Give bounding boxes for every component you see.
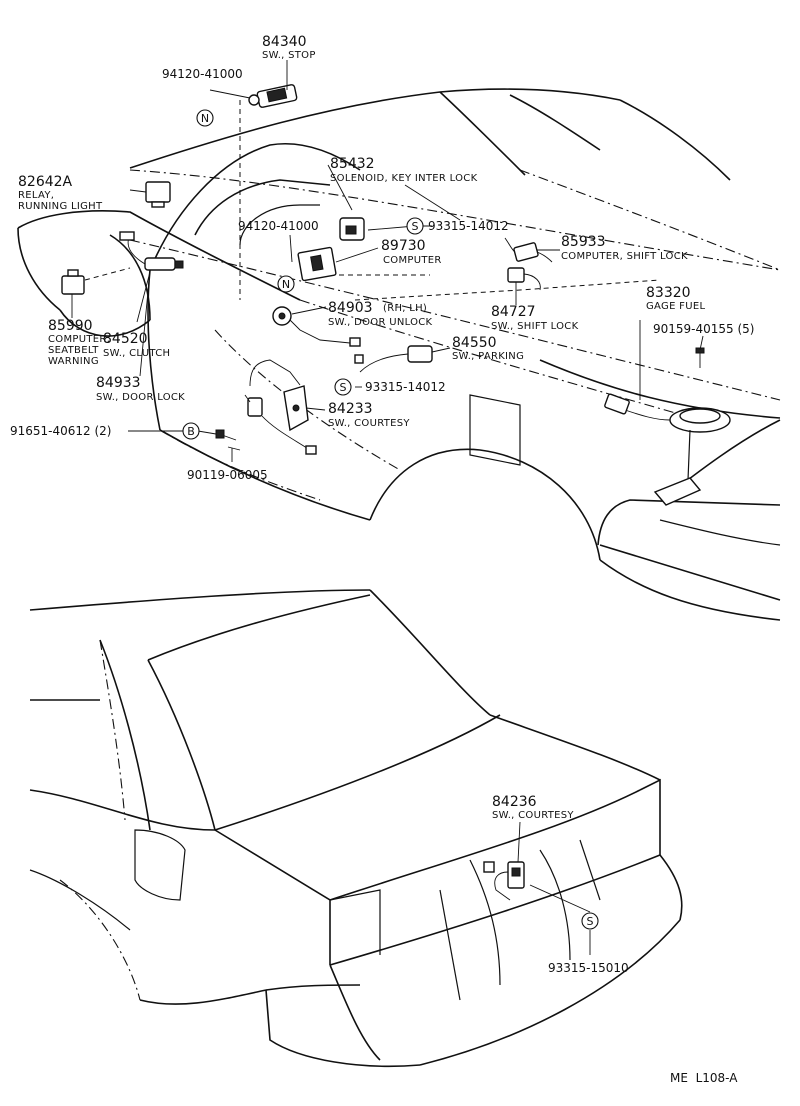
diagram-code: ME L108-A [670,1071,738,1085]
seatbelt-computer-part [61,269,85,295]
label-90159: 90159-40155 (5) [653,322,755,336]
label-83320: 83320 [646,285,691,301]
desc-82642A-2: RUNNING LIGHT [18,201,103,212]
desc-84903: SW., DOOR UNLOCK [328,317,433,328]
components [61,84,731,901]
desc-84520: SW., CLUTCH [103,348,170,359]
svg-text:S: S [412,220,419,233]
svg-text:S: S [340,381,347,394]
part-labels: 84340 SW., STOP 94120-41000 85432 SOLENO… [10,34,755,1085]
label-89730: 89730 [381,238,426,254]
label-84903: 84903 [328,300,373,316]
desc-84933: SW., DOOR LOCK [96,392,185,403]
desc-82642A-1: RELAY, [18,190,54,201]
label-85432: 85432 [330,156,375,172]
relay-part [145,181,171,208]
screw-part [695,347,705,368]
door-lock-switch-part [247,359,317,455]
courtesy-switch-part [283,385,309,432]
label-94120-top: 94120-41000 [162,67,243,81]
desc-84550: SW., PARKING [452,351,524,362]
svg-text:N: N [201,112,209,125]
svg-text:N: N [282,278,290,291]
clutch-switch-part [119,231,184,271]
label-84520: 84520 [103,331,148,347]
bolt-parts [215,429,241,451]
fuel-gage-part [604,393,731,506]
label-84727: 84727 [491,304,536,320]
lower-vehicle-outline [29,589,683,1068]
label-85990: 85990 [48,318,93,334]
door-unlock-switch-part [272,306,361,347]
desc-85933: COMPUTER, SHIFT LOCK [561,251,688,262]
markers: N N S S B S [182,109,599,930]
desc-85990-3: WARNING [48,356,99,367]
shift-lock-switch-part [507,267,541,291]
rear-courtesy-switch-part [483,861,525,901]
parking-switch-part [354,345,433,373]
label-84340: 84340 [262,34,307,50]
label-94120-mid: 94120-41000 [238,219,319,233]
suffix-84903: (RH, LH) [383,303,427,314]
label-93315-upper: 93315-14012 [428,219,509,233]
label-84233: 84233 [328,401,373,417]
stop-switch-part [248,84,298,108]
desc-84233: SW., COURTESY [328,418,410,429]
solenoid-part [339,217,365,241]
marker-s-lower: S [581,912,599,930]
label-90119: 90119-06005 [187,468,268,482]
label-85933: 85933 [561,234,606,250]
marker-s-middle: S [334,378,352,396]
desc-83320: GAGE FUEL [646,301,705,312]
desc-89730: COMPUTER [383,255,442,266]
desc-85990-1: COMPUTER, [48,334,110,345]
desc-84340: SW., STOP [262,50,316,61]
desc-84236: SW., COURTESY [492,810,574,821]
label-84933: 84933 [96,375,141,391]
desc-84727: SW., SHIFT LOCK [491,321,579,332]
label-82642A: 82642A [18,174,73,190]
label-91651: 91651-40612 (2) [10,424,112,438]
label-93315-middle: 93315-14012 [365,380,446,394]
marker-n-mid: N [277,275,295,293]
label-84550: 84550 [452,335,497,351]
computer-part [297,246,337,282]
svg-text:S: S [587,915,594,928]
label-93315-lower: 93315-15010 [548,961,629,975]
desc-85432: SOLENOID, KEY INTER LOCK [330,173,478,184]
label-84236: 84236 [492,794,537,810]
marker-s-upper: S [406,217,424,235]
shift-lock-computer-part [504,237,553,263]
svg-text:B: B [187,425,195,438]
leader-lines [71,60,704,955]
marker-n-top: N [196,109,214,127]
desc-85990-2: SEATBELT [48,345,99,356]
marker-b: B [182,422,200,440]
